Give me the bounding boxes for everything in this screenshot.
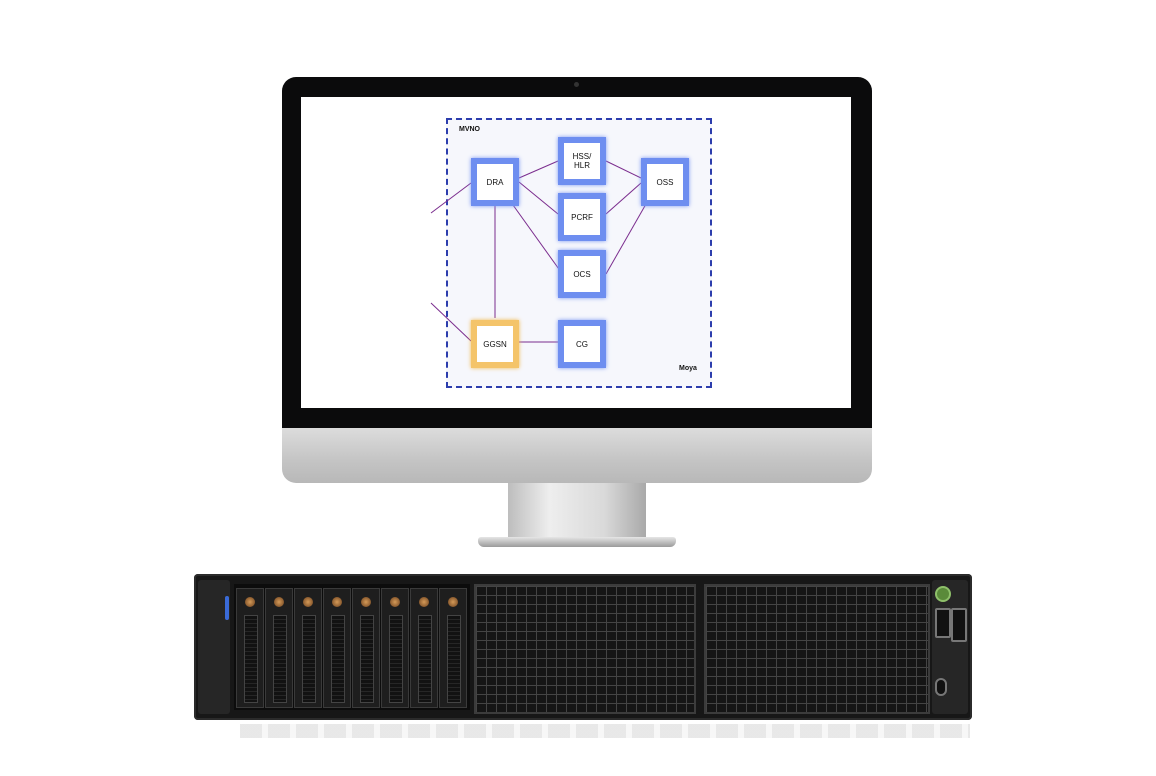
monitor-chin (282, 428, 872, 483)
drive-bay[interactable] (439, 588, 467, 708)
front-grille-right (704, 584, 930, 714)
pcrf-node: PCRF (558, 193, 606, 241)
monitor-bezel: MVNO Moya DRA (282, 77, 872, 428)
mvno-group-label: MVNO (459, 126, 480, 133)
monitor-stand (508, 483, 646, 541)
drive-bay[interactable] (323, 588, 351, 708)
dra-label: DRA (486, 177, 504, 187)
dra-node: DRA (471, 158, 519, 206)
link-dra-pcrf (518, 181, 559, 215)
drive-bay[interactable] (294, 588, 322, 708)
drive-led-icon (245, 597, 255, 607)
server-reflection (240, 724, 970, 738)
drive-led-icon (419, 597, 429, 607)
cg-node: CG (558, 320, 606, 368)
drive-led-icon (274, 597, 284, 607)
ocs-label: OCS (573, 269, 591, 279)
drive-bay-panel (234, 584, 470, 710)
power-button-icon[interactable] (935, 586, 951, 602)
oss-label: OSS (656, 177, 674, 187)
drive-bay[interactable] (236, 588, 264, 708)
drive-led-icon (303, 597, 313, 607)
drive-bay[interactable] (410, 588, 438, 708)
vga-port-icon (951, 608, 967, 642)
service-port-icon (935, 678, 947, 696)
camera-icon (574, 82, 579, 87)
link-dra-hss (518, 160, 559, 179)
usb-port-icon (935, 608, 951, 638)
hss-hlr-node: HSS/HLR (558, 137, 606, 185)
link-hss-oss (605, 160, 642, 179)
monitor-screen: MVNO Moya DRA (301, 97, 851, 408)
cg-label: CG (576, 339, 588, 349)
front-grille-left (474, 584, 696, 714)
status-led-icon (225, 596, 229, 620)
rack-server (194, 574, 972, 720)
drive-led-icon (448, 597, 458, 607)
link-external-dra (430, 182, 472, 214)
monitor: MVNO Moya DRA (282, 77, 872, 483)
ggsn-label: GGSN (483, 339, 507, 349)
pcrf-label: PCRF (571, 212, 593, 222)
link-dra-ocs (512, 204, 562, 273)
hss-hlr-label: HSS/HLR (572, 152, 592, 170)
ggsn-node: GGSN (471, 320, 519, 368)
link-ocs-oss (605, 203, 647, 275)
oss-node: OSS (641, 158, 689, 206)
drive-led-icon (361, 597, 371, 607)
monitor-stand-base (478, 537, 676, 547)
drive-led-icon (332, 597, 342, 607)
drive-bay[interactable] (381, 588, 409, 708)
server-left-ear (198, 580, 230, 714)
link-external-ggsn (430, 302, 472, 342)
ocs-node: OCS (558, 250, 606, 298)
link-pcrf-oss (605, 182, 642, 215)
drive-bay[interactable] (265, 588, 293, 708)
drive-bay[interactable] (352, 588, 380, 708)
operator-label: Moya (679, 365, 697, 372)
drive-led-icon (390, 597, 400, 607)
network-links (430, 160, 647, 343)
